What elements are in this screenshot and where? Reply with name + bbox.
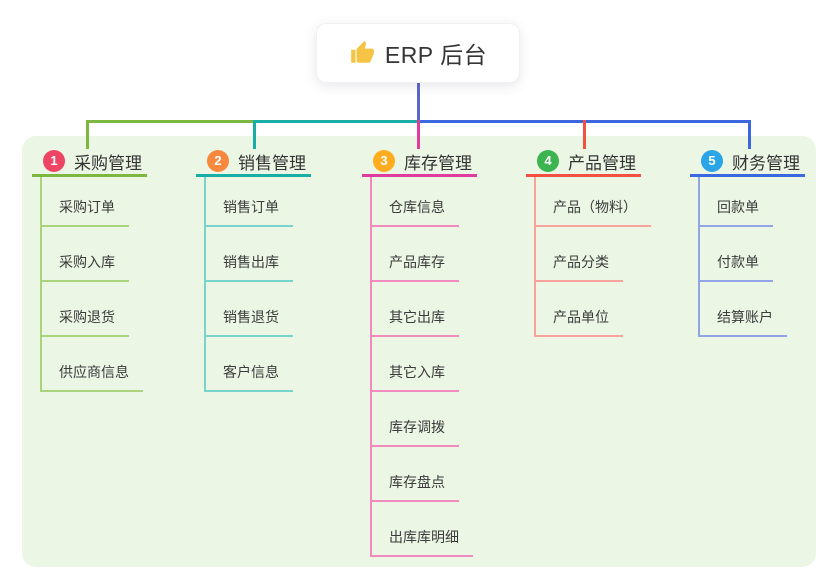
- branch-header-3[interactable]: 3 库存管理: [362, 148, 477, 177]
- branch-number-badge: 5: [701, 150, 723, 172]
- root-stem-line: [417, 83, 420, 120]
- child-row: 采购订单: [42, 177, 147, 227]
- child-node[interactable]: 产品库存: [372, 252, 459, 282]
- child-node[interactable]: 采购入库: [42, 252, 129, 282]
- branch-drop-line-5: [748, 120, 751, 149]
- child-node[interactable]: 供应商信息: [42, 362, 143, 392]
- child-node[interactable]: 其它出库: [372, 307, 459, 337]
- branch-header-5[interactable]: 5 财务管理: [690, 148, 805, 177]
- branch-header-1[interactable]: 1 采购管理: [32, 148, 147, 177]
- branch-3: 3 库存管理仓库信息产品库存其它出库其它入库库存调拨库存盘点出库库明细: [362, 148, 477, 557]
- root-title: ERP 后台: [384, 42, 488, 68]
- child-row: 出库库明细: [372, 502, 477, 557]
- child-node[interactable]: 销售退货: [206, 307, 293, 337]
- child-node[interactable]: 出库库明细: [372, 527, 473, 557]
- child-row: 其它出库: [372, 282, 477, 337]
- child-node[interactable]: 采购订单: [42, 197, 129, 227]
- branch-label: 销售管理: [238, 153, 306, 173]
- branch-1: 1 采购管理采购订单采购入库采购退货供应商信息: [32, 148, 147, 392]
- branch-header-4[interactable]: 4 产品管理: [526, 148, 641, 177]
- branch-number-badge: 2: [207, 150, 229, 172]
- branch-2-children: 销售订单销售出库销售退货客户信息: [204, 177, 311, 392]
- connector-segment-1: [86, 120, 256, 123]
- child-node[interactable]: 库存调拨: [372, 417, 459, 447]
- branch-label: 采购管理: [74, 153, 142, 173]
- child-node[interactable]: 产品（物料）: [536, 197, 651, 227]
- child-node[interactable]: 结算账户: [700, 307, 787, 337]
- branch-drop-line-3: [417, 120, 420, 149]
- child-row: 采购入库: [42, 227, 147, 282]
- child-row: 回款单: [700, 177, 805, 227]
- connector-segment-2: [253, 120, 420, 123]
- child-row: 产品单位: [536, 282, 651, 337]
- child-node[interactable]: 销售订单: [206, 197, 293, 227]
- child-node[interactable]: 其它入库: [372, 362, 459, 392]
- thumbs-up-icon: [349, 40, 375, 66]
- branch-number-badge: 1: [43, 150, 65, 172]
- root-node[interactable]: ERP 后台: [316, 23, 520, 83]
- child-node[interactable]: 仓库信息: [372, 197, 459, 227]
- child-node[interactable]: 产品分类: [536, 252, 623, 282]
- child-node[interactable]: 回款单: [700, 197, 773, 227]
- child-node[interactable]: 销售出库: [206, 252, 293, 282]
- branch-number-badge: 3: [373, 150, 395, 172]
- branch-drop-line-2: [253, 120, 256, 149]
- child-row: 其它入库: [372, 337, 477, 392]
- child-row: 销售出库: [206, 227, 311, 282]
- child-row: 销售退货: [206, 282, 311, 337]
- child-row: 仓库信息: [372, 177, 477, 227]
- child-row: 供应商信息: [42, 337, 147, 392]
- branch-header-2[interactable]: 2 销售管理: [196, 148, 311, 177]
- branch-label: 产品管理: [568, 153, 636, 173]
- branch-3-children: 仓库信息产品库存其它出库其它入库库存调拨库存盘点出库库明细: [370, 177, 477, 557]
- branch-number-badge: 4: [537, 150, 559, 172]
- branch-drop-line-4: [583, 120, 586, 149]
- child-row: 产品（物料）: [536, 177, 651, 227]
- child-node[interactable]: 产品单位: [536, 307, 623, 337]
- child-row: 产品分类: [536, 227, 651, 282]
- branch-label: 财务管理: [732, 153, 800, 173]
- child-node[interactable]: 采购退货: [42, 307, 129, 337]
- branch-2: 2 销售管理销售订单销售出库销售退货客户信息: [196, 148, 311, 392]
- child-node[interactable]: 库存盘点: [372, 472, 459, 502]
- child-node[interactable]: 付款单: [700, 252, 773, 282]
- child-row: 采购退货: [42, 282, 147, 337]
- branch-label: 库存管理: [404, 153, 472, 173]
- branch-4-children: 产品（物料） 产品分类产品单位: [534, 177, 651, 337]
- child-row: 产品库存: [372, 227, 477, 282]
- branch-drop-line-1: [86, 120, 89, 149]
- child-row: 库存盘点: [372, 447, 477, 502]
- branch-1-children: 采购订单采购入库采购退货供应商信息: [40, 177, 147, 392]
- child-node[interactable]: 客户信息: [206, 362, 293, 392]
- child-row: 库存调拨: [372, 392, 477, 447]
- child-row: 客户信息: [206, 337, 311, 392]
- child-row: 付款单: [700, 227, 805, 282]
- branch-5-children: 回款单付款单结算账户: [698, 177, 805, 337]
- child-row: 结算账户: [700, 282, 805, 337]
- branch-4: 4 产品管理产品（物料） 产品分类产品单位: [526, 148, 651, 337]
- child-row: 销售订单: [206, 177, 311, 227]
- branch-5: 5 财务管理回款单付款单结算账户: [690, 148, 805, 337]
- mindmap-board: [22, 136, 816, 567]
